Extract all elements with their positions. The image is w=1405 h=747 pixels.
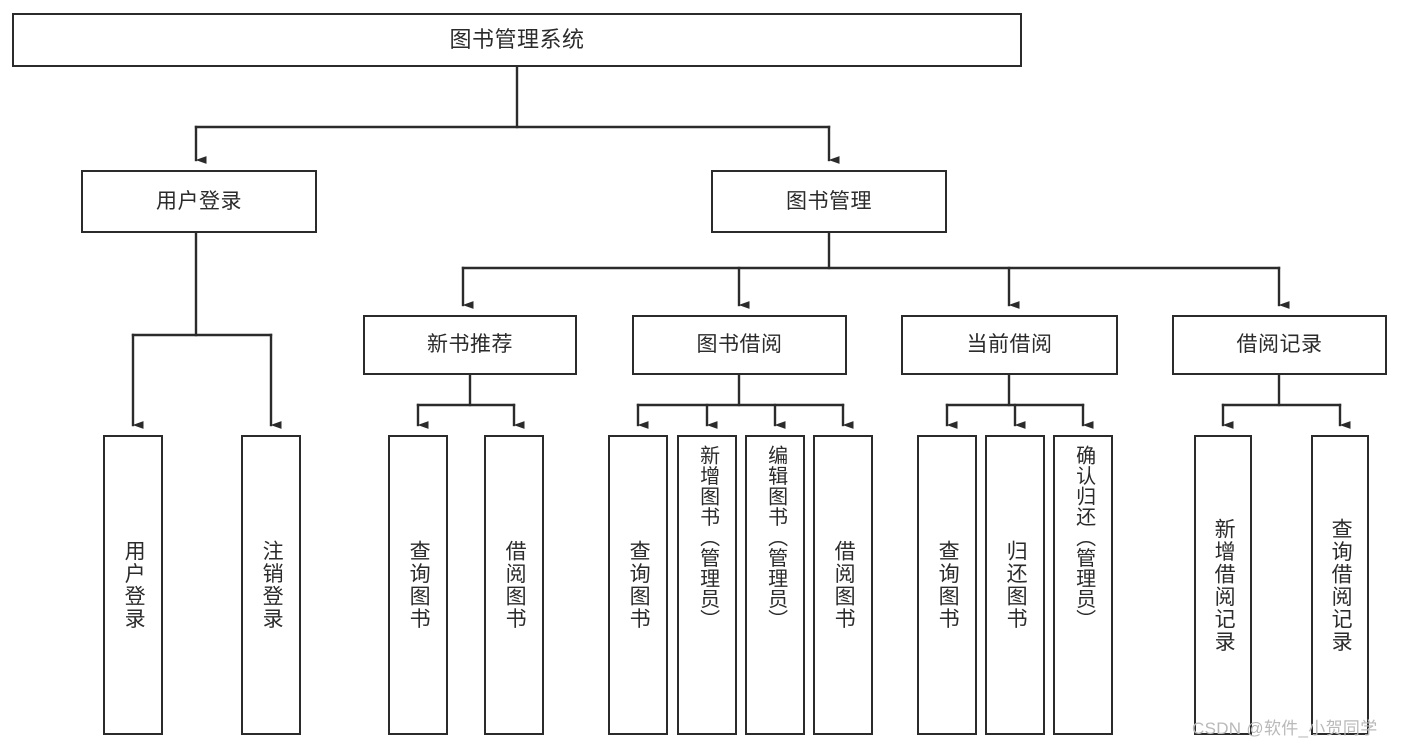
node-leaf-borrow-book-newbook-label: 借阅图书 <box>503 540 527 630</box>
node-book-management[interactable]: 图书管理 <box>711 170 947 233</box>
node-leaf-edit-book-admin-label: 编辑图书（管理员） <box>764 445 787 630</box>
node-leaf-user-login[interactable]: 用户登录 <box>103 435 163 735</box>
node-leaf-borrow-book[interactable]: 借阅图书 <box>813 435 873 735</box>
node-leaf-query-book-borrow[interactable]: 查询图书 <box>608 435 668 735</box>
node-leaf-logout[interactable]: 注销登录 <box>241 435 301 735</box>
node-current-borrow[interactable]: 当前借阅 <box>901 315 1118 375</box>
node-borrow-record[interactable]: 借阅记录 <box>1172 315 1387 375</box>
node-new-book-recommend-label: 新书推荐 <box>427 333 513 357</box>
node-leaf-user-login-label: 用户登录 <box>122 540 146 630</box>
node-leaf-edit-book-admin[interactable]: 编辑图书（管理员） <box>745 435 805 735</box>
node-leaf-query-book-current[interactable]: 查询图书 <box>917 435 977 735</box>
node-user-login-label: 用户登录 <box>156 189 242 213</box>
node-leaf-confirm-return-admin[interactable]: 确认归还（管理员） <box>1053 435 1113 735</box>
node-current-borrow-label: 当前借阅 <box>966 333 1053 357</box>
node-leaf-return-book-label: 归还图书 <box>1004 540 1028 630</box>
node-root-book-management-system[interactable]: 图书管理系统 <box>12 13 1022 67</box>
node-leaf-add-book-admin[interactable]: 新增图书（管理员） <box>677 435 737 735</box>
node-leaf-borrow-book-newbook[interactable]: 借阅图书 <box>484 435 544 735</box>
node-leaf-add-borrow-record-label: 新增借阅记录 <box>1212 517 1236 653</box>
node-leaf-query-book-current-label: 查询图书 <box>936 540 960 630</box>
node-leaf-confirm-return-admin-label: 确认归还（管理员） <box>1072 445 1095 630</box>
node-leaf-return-book[interactable]: 归还图书 <box>985 435 1045 735</box>
node-user-login[interactable]: 用户登录 <box>81 170 317 233</box>
node-leaf-query-book-borrow-label: 查询图书 <box>627 540 651 630</box>
node-borrow-record-label: 借阅记录 <box>1236 333 1323 357</box>
node-new-book-recommend[interactable]: 新书推荐 <box>363 315 577 375</box>
node-leaf-add-borrow-record[interactable]: 新增借阅记录 <box>1194 435 1252 735</box>
node-book-management-label: 图书管理 <box>786 189 872 213</box>
node-leaf-logout-label: 注销登录 <box>260 540 284 630</box>
node-leaf-query-book-newbook-label: 查询图书 <box>407 540 431 630</box>
node-leaf-query-borrow-record[interactable]: 查询借阅记录 <box>1311 435 1369 735</box>
node-leaf-add-book-admin-label: 新增图书（管理员） <box>696 445 719 630</box>
node-leaf-query-borrow-record-label: 查询借阅记录 <box>1329 517 1353 653</box>
csdn-watermark: CSDN @软件_小贺同学 <box>1192 719 1378 738</box>
node-leaf-query-book-newbook[interactable]: 查询图书 <box>388 435 448 735</box>
node-book-borrow-label: 图书借阅 <box>696 333 783 357</box>
node-leaf-borrow-book-label: 借阅图书 <box>832 540 856 630</box>
node-book-borrow[interactable]: 图书借阅 <box>632 315 847 375</box>
node-root-label: 图书管理系统 <box>449 27 585 53</box>
